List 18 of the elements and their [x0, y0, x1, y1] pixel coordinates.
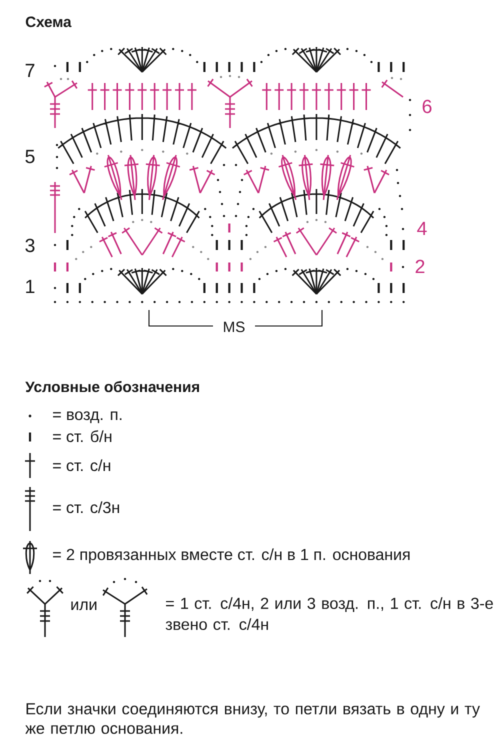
legend-text: или — [71, 602, 96, 610]
legend-text: = ст. с/3н — [53, 501, 120, 514]
note-text: Если значки соединяются внизу, то петли вязать в одну и ту же петлю основания. — [25, 703, 480, 734]
row-number: 1 — [26, 280, 34, 293]
legend-text: = ст. б/н — [53, 430, 112, 442]
repeat-label: MS — [224, 322, 245, 332]
legend-text: = 2 провязанных вместе ст. с/н в 1 п. основания — [53, 548, 410, 564]
row-number: 6 — [422, 100, 432, 114]
row-number: 2 — [416, 260, 424, 273]
legend-text: = 1 ст. с/4н, 2 или 3 возд. п., 1 ст. с/н в 3-е звено ст. с/4н — [166, 597, 493, 630]
row-number: 5 — [25, 150, 34, 164]
legend-heading: Условные обозначения — [25, 381, 199, 392]
legend-text: = возд. п. — [53, 411, 122, 424]
row-number: 3 — [25, 238, 34, 252]
title: Схема — [26, 16, 72, 28]
row-number: 4 — [417, 222, 427, 235]
row-number: 7 — [26, 64, 34, 77]
legend-text: = ст. с/н — [53, 459, 110, 472]
